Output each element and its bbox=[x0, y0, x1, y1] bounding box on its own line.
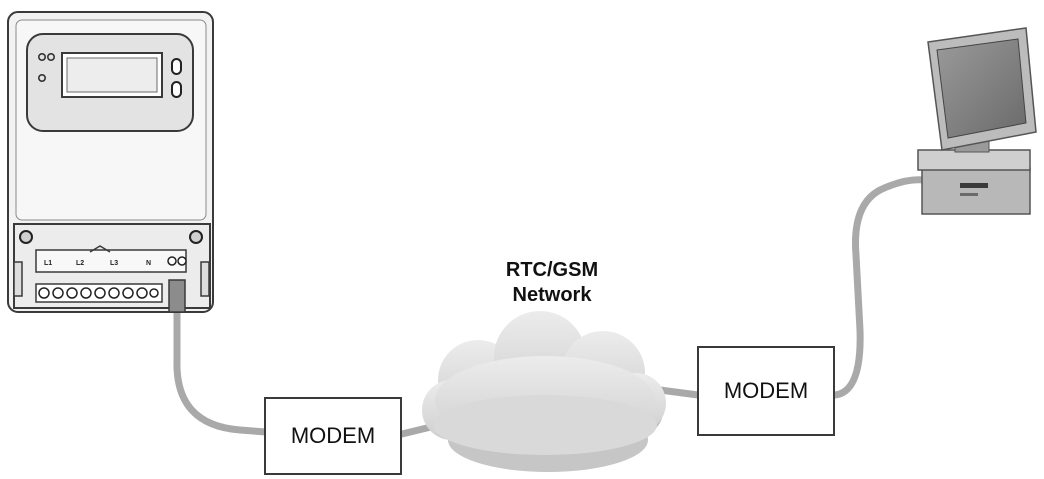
modem-left: MODEM bbox=[264, 397, 402, 475]
cable-cloud-to-modem bbox=[656, 386, 702, 399]
modem-right: MODEM bbox=[697, 346, 835, 436]
energy-meter: L1 L2 L3 N bbox=[7, 11, 214, 313]
meter-terminal-notch bbox=[89, 245, 111, 253]
network-label-line2: Network bbox=[512, 284, 592, 306]
meter-button-1 bbox=[171, 58, 182, 75]
meter-screw-left bbox=[19, 230, 33, 244]
meter-led-3 bbox=[37, 74, 46, 83]
monitor-screen bbox=[936, 38, 1027, 139]
cable-meter-to-modem bbox=[173, 308, 270, 436]
computer bbox=[917, 27, 1037, 215]
meter-screw-right bbox=[189, 230, 203, 244]
meter-label-l1: L1 bbox=[44, 260, 52, 267]
meter-led-1 bbox=[37, 52, 46, 61]
computer-drive-slot-2 bbox=[960, 193, 978, 196]
meter-side-tab-left bbox=[13, 261, 23, 297]
computer-base-top bbox=[917, 149, 1031, 171]
computer-base bbox=[921, 167, 1031, 215]
meter-label-l2: L2 bbox=[76, 260, 84, 267]
meter-aux-terminal-1 bbox=[167, 256, 177, 266]
meter-display-inner bbox=[66, 57, 158, 93]
modem-left-label: MODEM bbox=[290, 423, 376, 448]
cable-modem-to-computer bbox=[831, 176, 929, 399]
meter-led-2 bbox=[46, 52, 55, 61]
meter-label-l3: L3 bbox=[110, 260, 118, 267]
meter-comm-port bbox=[168, 279, 186, 313]
network-label-line1: RTC/GSM bbox=[505, 259, 599, 281]
cables bbox=[173, 176, 929, 438]
meter-button-2 bbox=[171, 81, 182, 98]
meter-aux-terminal-2 bbox=[177, 256, 187, 266]
network-cloud bbox=[422, 311, 666, 472]
modem-right-label: MODEM bbox=[723, 378, 809, 403]
meter-side-tab-right bbox=[200, 261, 210, 297]
computer-drive-slot bbox=[960, 183, 988, 188]
meter-label-n: N bbox=[146, 260, 151, 267]
meter-terminal-screws bbox=[38, 287, 159, 299]
